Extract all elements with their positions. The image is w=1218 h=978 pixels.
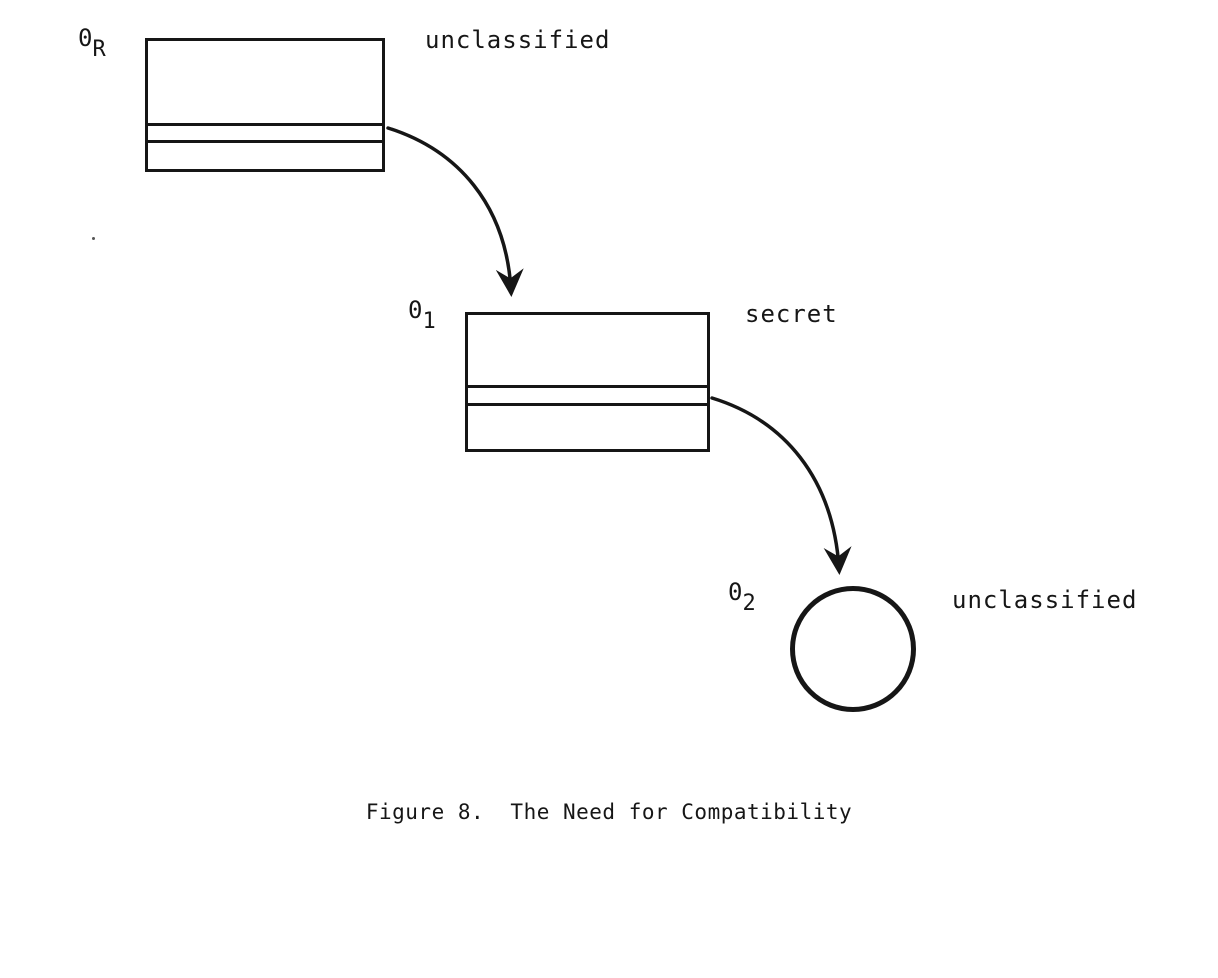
figure-caption: Figure 8. The Need for Compatibility xyxy=(365,800,853,824)
object-o1-label-base: 0 xyxy=(408,296,423,324)
object-o1-label-subscript: 1 xyxy=(422,309,436,334)
object-o2-label-subscript: 2 xyxy=(742,591,756,616)
object-or-label-subscript: R xyxy=(92,37,106,62)
object-or-entry-line-bottom xyxy=(148,140,382,143)
classification-label-or: unclassified xyxy=(425,26,611,54)
arrow-o1-to-o2 xyxy=(710,396,852,575)
object-or-label-base: 0 xyxy=(78,24,93,52)
object-o1-label: 01 xyxy=(408,296,436,333)
object-or-entry-line-top xyxy=(148,123,382,126)
object-o2-label: 02 xyxy=(728,578,756,615)
classification-label-o1: secret xyxy=(745,300,838,328)
object-o1-rectangle xyxy=(465,312,710,452)
object-o2-circle xyxy=(790,586,916,712)
object-o2-label-base: 0 xyxy=(728,578,743,606)
arrow-or-to-o1 xyxy=(386,126,524,297)
object-or-rectangle xyxy=(145,38,385,172)
scan-speck xyxy=(92,237,95,240)
object-or-label: 0R xyxy=(78,24,106,61)
object-o1-entry-line-top xyxy=(468,385,707,388)
object-o1-entry-line-bottom xyxy=(468,403,707,406)
classification-label-o2: unclassified xyxy=(952,586,1138,614)
